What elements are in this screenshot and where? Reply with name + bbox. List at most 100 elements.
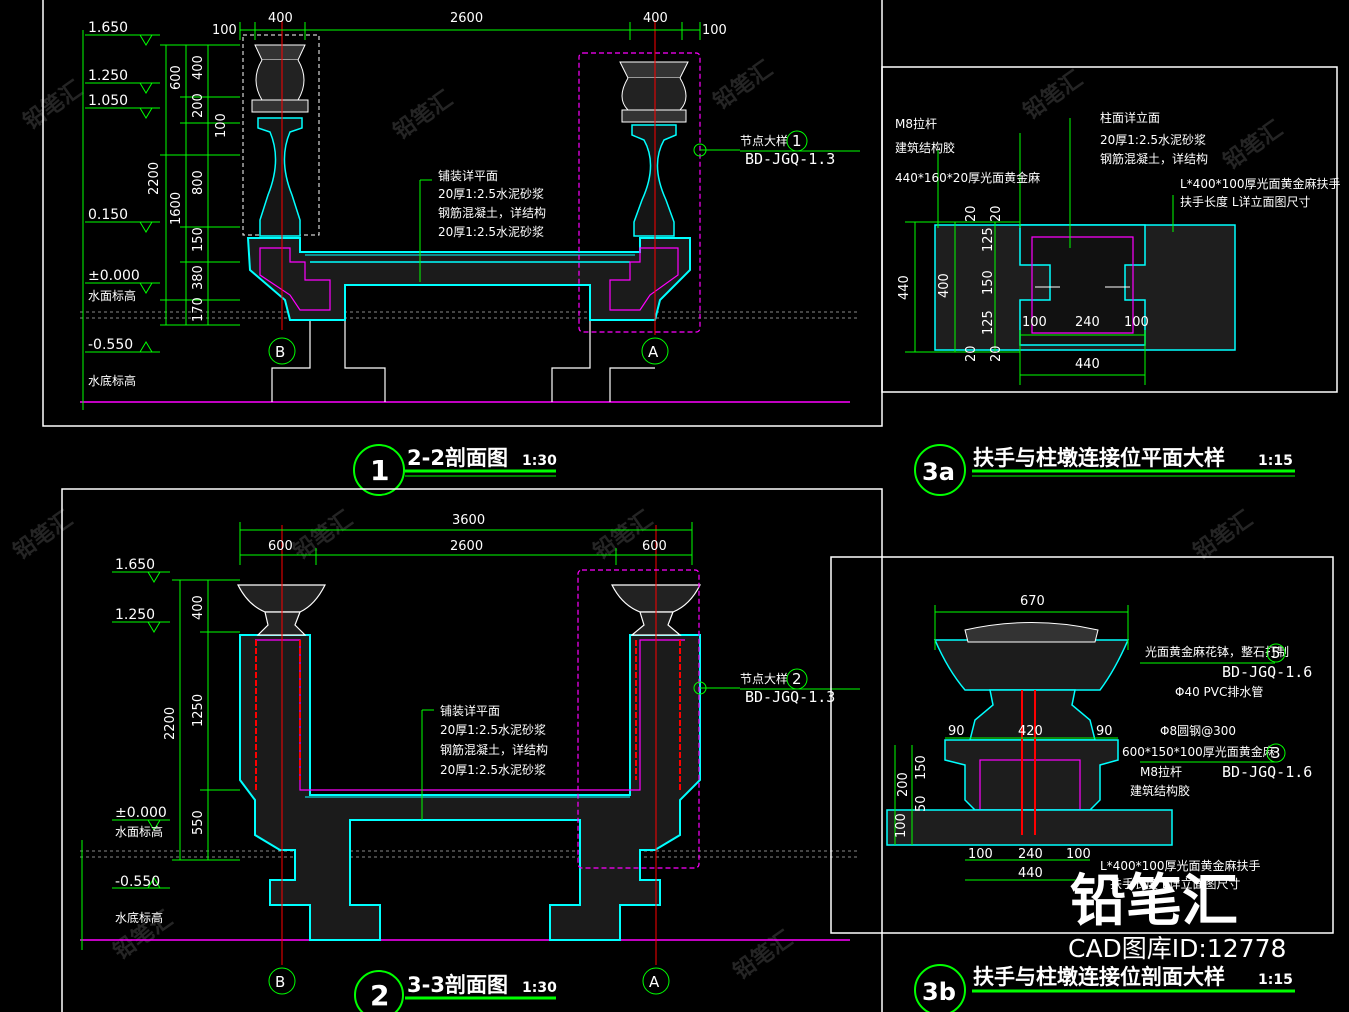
dim-3a-125b: 125: [981, 310, 996, 335]
dim-3a-440: 440: [897, 275, 912, 300]
ref-3b-3: BD-JGQ-1.6: [1222, 763, 1312, 781]
dim-2200: 2200: [147, 162, 162, 195]
note-paving-b: 铺装详平面: [440, 703, 500, 718]
dim-3b-420: 420: [1018, 724, 1043, 739]
title-block-3b: 3b 扶手与柱墩连接位剖面大样 1:15: [914, 964, 1295, 1012]
dim-400-left: 400: [268, 11, 293, 26]
water-level-note-b: 水面标高: [115, 824, 163, 839]
section-3b: 670 90 420 90 200 150 50 100 100 240 100…: [830, 556, 1334, 934]
dim-600: 600: [169, 65, 184, 90]
dim-400-v2: 400: [191, 595, 206, 620]
dim-2600: 2600: [450, 11, 483, 26]
detail-no-1: 1: [792, 132, 802, 150]
dim-3a-125a: 125: [981, 227, 996, 252]
dim-3a-240: 240: [1075, 315, 1100, 330]
section-3a: 440 400 20 20 125 150 125 20 20 100 240 …: [881, 66, 1341, 393]
section-title-3-3: 3-3剖面图: [407, 973, 508, 997]
dim-400-right: 400: [643, 11, 668, 26]
urn-section: [933, 639, 1130, 691]
note-3b-pvc: Φ40 PVC排水管: [1175, 684, 1263, 699]
dim-3b-200: 200: [896, 772, 911, 797]
axis-b-2: B: [275, 973, 285, 991]
level-1650-b: 1.650: [115, 557, 155, 573]
note-paving: 铺装详平面: [438, 168, 498, 183]
title-block-3-3: 2 3-3剖面图 1:30: [354, 970, 557, 1012]
dim-3b-240: 240: [1018, 847, 1043, 862]
note-3b-tie-rod: M8拉杆: [1140, 764, 1182, 779]
dim-3a-150: 150: [981, 270, 996, 295]
column-right: [578, 20, 740, 335]
level-1250-b: 1.250: [115, 607, 155, 623]
water-level-note: 水面标高: [88, 288, 136, 303]
title-block-3a: 3a 扶手与柱墩连接位平面大样 1:15: [914, 444, 1295, 496]
note-mortar-2-b: 20厚1:2.5水泥砂浆: [440, 762, 546, 777]
axis-a-1: A: [648, 343, 659, 361]
section-3-3-frame: [61, 488, 883, 1012]
note-mortar-1-b: 20厚1:2.5水泥砂浆: [440, 722, 546, 737]
section-2-2: 100 400 2600 400 100 2200 1600 600 400 2…: [42, 0, 883, 427]
dim-600-right: 600: [642, 539, 667, 554]
detail-box-2: [577, 569, 700, 869]
detail-ref-1: BD-JGQ-1.3: [745, 150, 835, 168]
section-number-3a: 3a: [922, 458, 955, 486]
section-3a-frame: [881, 66, 1338, 393]
dim-800-v: 800: [191, 170, 206, 195]
dim-600-left: 600: [268, 539, 293, 554]
level-minus0550-b: -0.550: [115, 874, 160, 890]
dim-1250: 1250: [191, 694, 206, 727]
dim-1600: 1600: [169, 192, 184, 225]
section-number-2: 2: [370, 979, 389, 1012]
dim-400-v: 400: [191, 55, 206, 80]
dim-3a-400: 400: [937, 273, 952, 298]
dim-2600-b: 2600: [450, 539, 483, 554]
note-3b-handrail-length: 扶手长度 L详立面图尺寸: [1110, 876, 1241, 891]
section-number-1: 1: [370, 454, 389, 487]
dim-380-v: 380: [191, 265, 206, 290]
note-mortar-1: 20厚1:2.5水泥砂浆: [438, 186, 544, 201]
dim-3600: 3600: [452, 513, 485, 528]
dim-3a-20b: 20: [989, 205, 1004, 222]
section-scale-3a: 1:15: [1258, 453, 1293, 469]
basin-section-2: [239, 634, 701, 941]
watermark-id: CAD图库ID:12778: [1068, 934, 1286, 963]
dim-3b-150: 150: [914, 755, 929, 780]
note-3a-mortar: 20厚1:2.5水泥砂浆: [1100, 132, 1206, 147]
level-1050: 1.050: [88, 93, 128, 109]
detail-box-1: [578, 52, 701, 333]
watermark-brand: 铅笔汇: [1070, 869, 1238, 934]
detail-label-2: 节点大样: [740, 671, 788, 686]
top-dimension-line-1: [239, 22, 701, 40]
section-scale-3-3: 1:30: [522, 980, 557, 996]
dim-3b-100b: 100: [1066, 847, 1091, 862]
bottom-level-note-b: 水底标高: [115, 910, 163, 925]
note-3a-slab: 440*160*20厚光面黄金麻: [895, 170, 1040, 185]
ref-3b-5: BD-JGQ-1.6: [1222, 663, 1312, 681]
level-1250: 1.250: [88, 68, 128, 84]
ref-3b-no-3: 3: [1271, 744, 1281, 762]
dim-150-v: 150: [191, 227, 206, 252]
note-3b-glue: 建筑结构胶: [1130, 783, 1190, 798]
note-3b-rebar: Φ8圆钢@300: [1160, 724, 1236, 738]
dim-550: 550: [191, 810, 206, 835]
note-3a-concrete: 钢筋混凝土，详结构: [1100, 151, 1208, 166]
dim-3a-100b: 100: [1124, 315, 1149, 330]
level-1650: 1.650: [88, 20, 128, 36]
dim-3b-90a: 90: [948, 724, 965, 739]
section-title-3b: 扶手与柱墩连接位剖面大样: [973, 965, 1225, 989]
section-scale-2-2: 1:30: [522, 453, 557, 469]
note-concrete-b: 钢筋混凝土，详结构: [440, 742, 548, 757]
dim-3b-100a: 100: [968, 847, 993, 862]
ref-3b-no-5: 5: [1271, 644, 1281, 662]
dim-170-v: 170: [191, 297, 206, 322]
dim-3a-100a: 100: [1022, 315, 1047, 330]
level-0000: ±0.000: [88, 268, 140, 284]
dim-3b-440: 440: [1018, 866, 1043, 881]
level-0000-b: ±0.000: [115, 805, 167, 821]
dim-3b-670: 670: [1020, 594, 1045, 609]
note-3b-urn: 光面黄金麻花钵，整石打制: [1145, 644, 1289, 659]
dim-100-left: 100: [212, 23, 237, 38]
note-3b-slab: 600*150*100厚光面黄金麻: [1122, 744, 1275, 759]
dim-3a-20c: 20: [964, 345, 979, 362]
dim-100-right: 100: [702, 23, 727, 38]
